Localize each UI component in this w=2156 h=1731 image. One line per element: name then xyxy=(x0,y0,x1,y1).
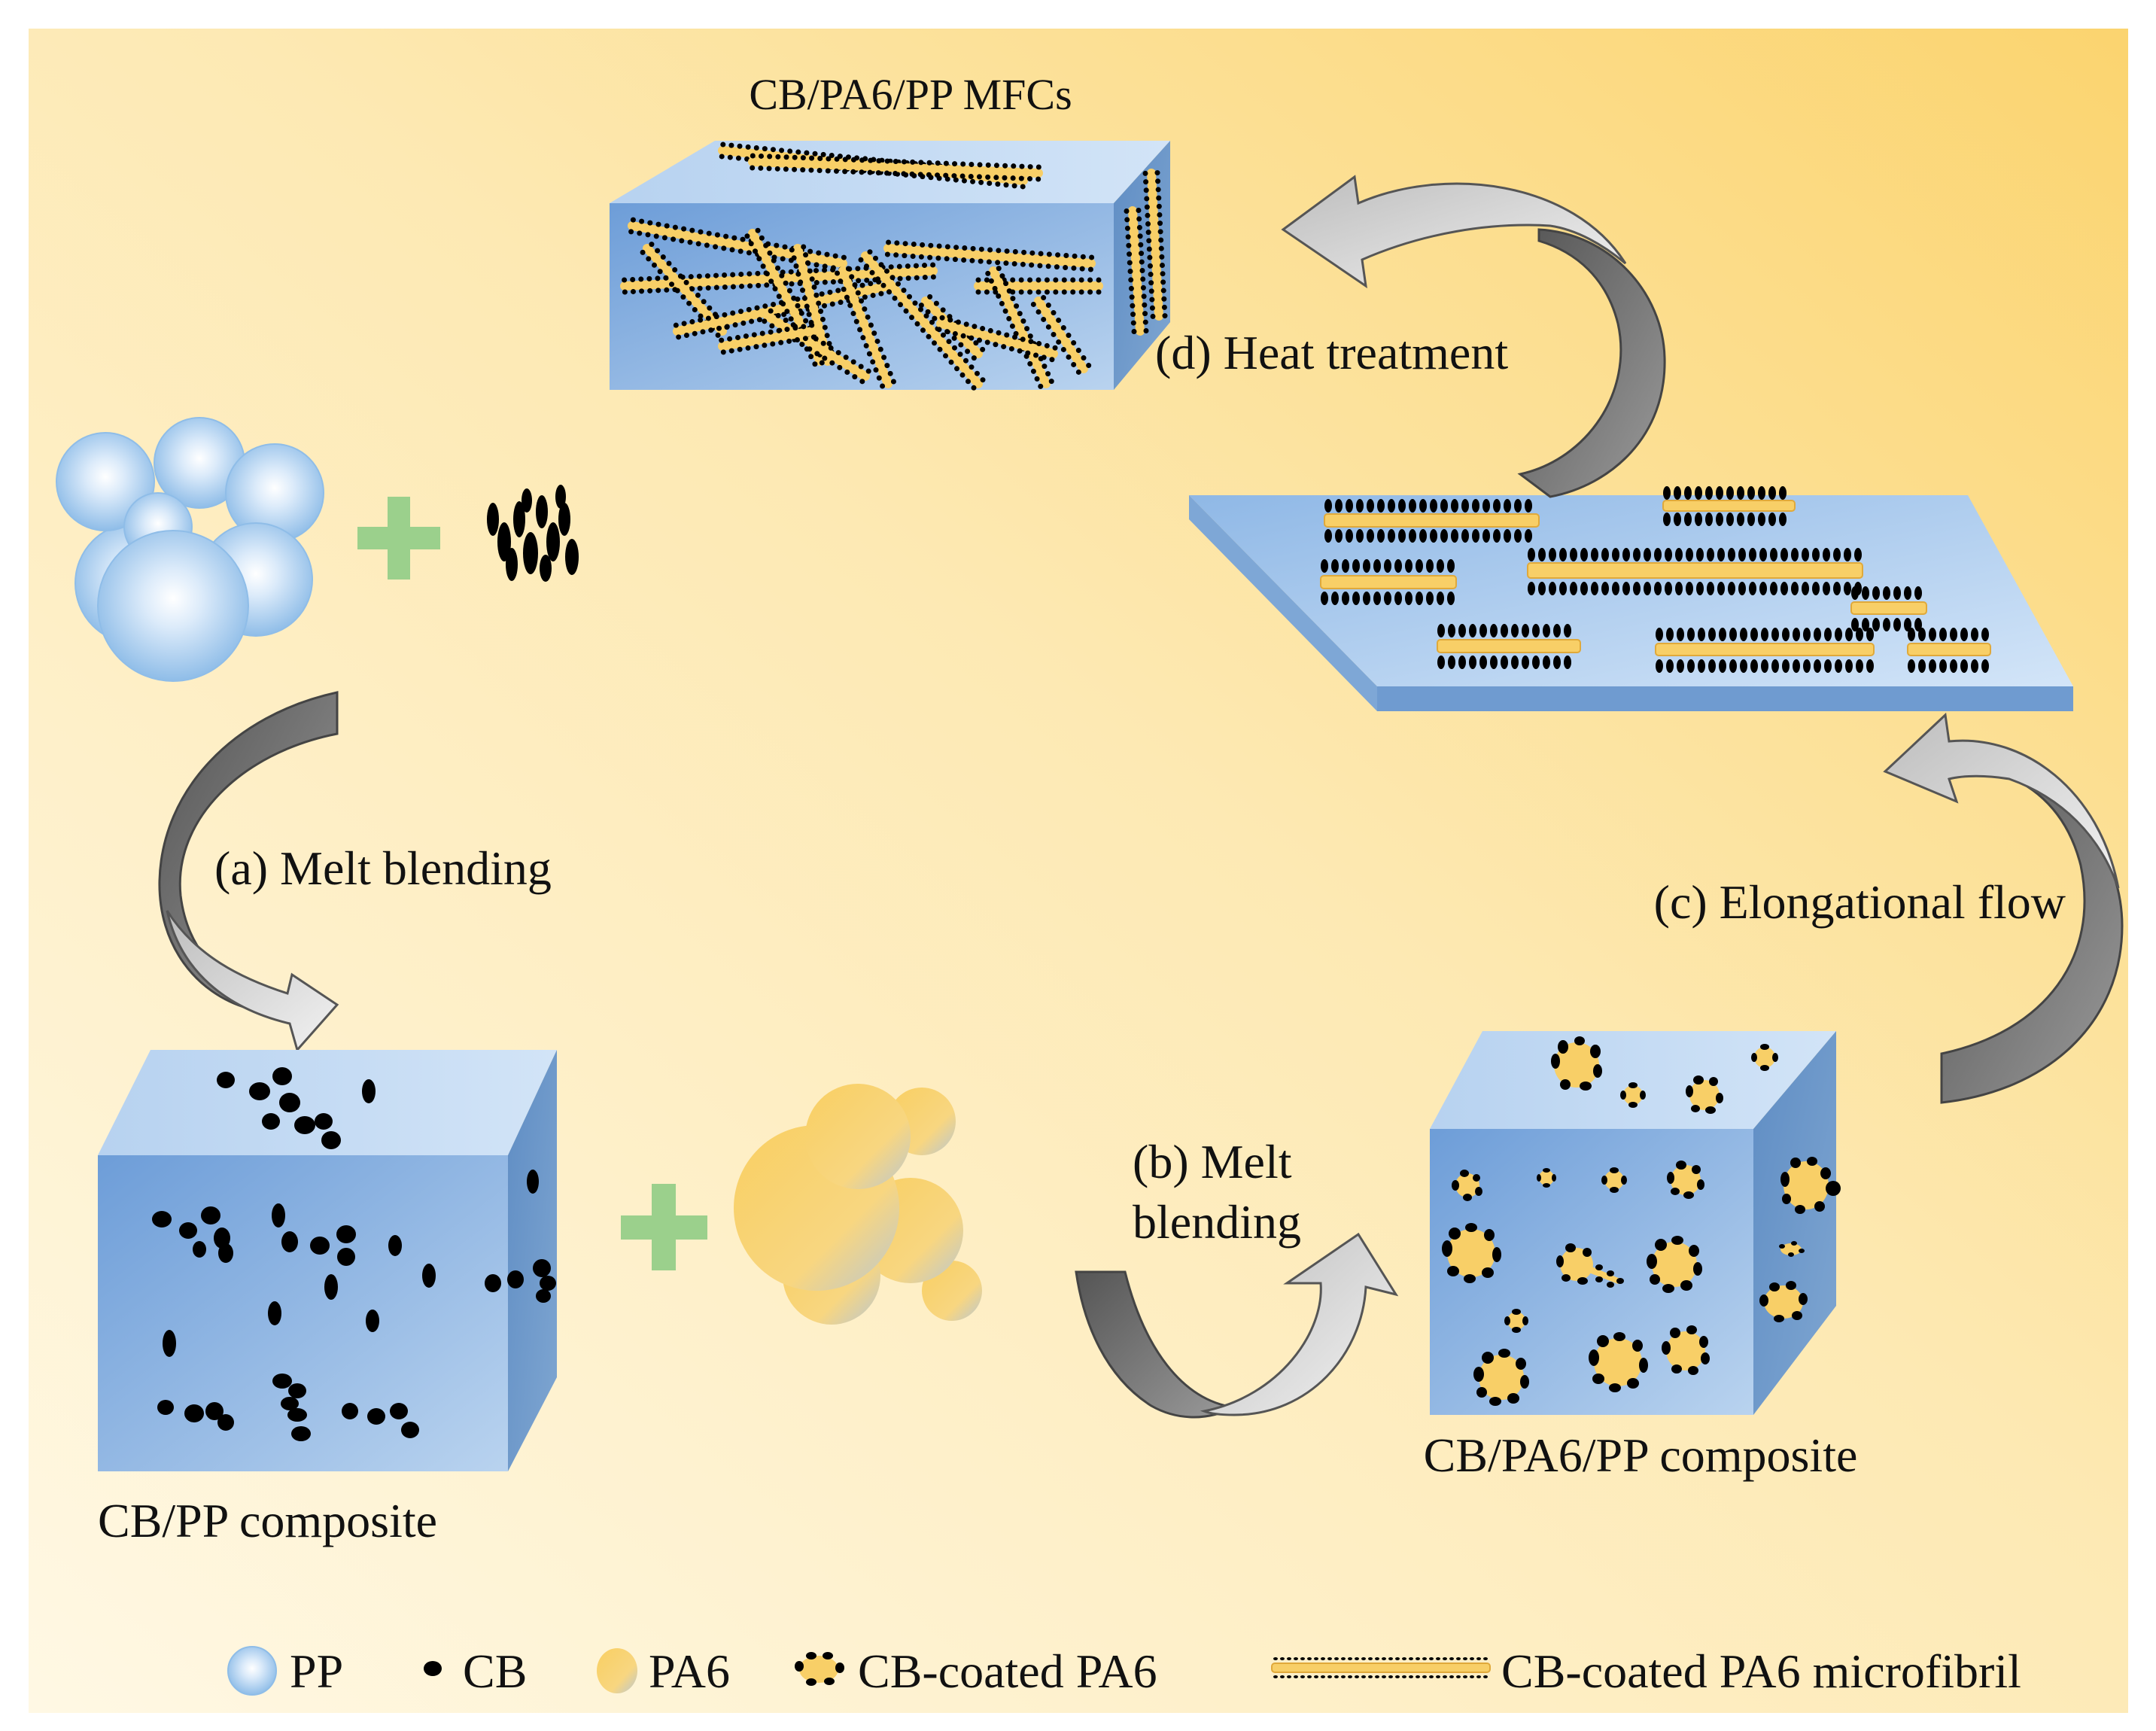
arrow-melt-blending-b xyxy=(1075,1232,1399,1419)
step-b-label-line2: blending xyxy=(1133,1195,1301,1249)
legend-label-cb: CB xyxy=(463,1644,527,1698)
cb-pa6-pp-composite-cube xyxy=(1430,1031,1841,1415)
step-d-label: (d) Heat treatment xyxy=(1155,326,1508,379)
legend-label-pp: PP xyxy=(290,1644,343,1698)
legend: PP CB PA6 CB-coated PA6 CB-coated PA6 mi… xyxy=(227,1644,2021,1698)
cb-pp-composite-label: CB/PP composite xyxy=(98,1494,437,1547)
yellow-droplet-icon xyxy=(597,1648,637,1693)
mfc-block xyxy=(610,141,1170,391)
arrow-melt-blending-a xyxy=(158,691,339,1053)
legend-label-cb-coated-pa6: CB-coated PA6 xyxy=(858,1644,1157,1698)
plus-icon-2 xyxy=(621,1184,707,1270)
legend-label-pa6: PA6 xyxy=(649,1644,730,1698)
cb-pp-composite-cube xyxy=(98,1050,557,1471)
stretched-sheet xyxy=(1189,486,2073,711)
cb-pa6-pp-composite-label: CB/PA6/PP composite xyxy=(1424,1428,1858,1482)
legend-label-microfibril: CB-coated PA6 microfibril xyxy=(1501,1644,2021,1698)
black-dot-icon xyxy=(424,1661,442,1676)
mfc-title: CB/PA6/PP MFCs xyxy=(749,70,1072,119)
step-a-label: (a) Melt blending xyxy=(214,841,552,895)
step-b-label-line1: (b) Melt xyxy=(1133,1135,1292,1188)
step-c-label: (c) Elongational flow xyxy=(1654,875,2066,929)
arrow-elongational-flow xyxy=(1883,712,2124,1104)
plus-icon xyxy=(357,497,440,580)
blue-sphere-icon xyxy=(227,1646,277,1696)
coated-fibril-icon xyxy=(1271,1657,1491,1678)
cb-particle-cluster xyxy=(487,485,579,582)
arrow-heat-treatment xyxy=(1281,175,1666,498)
pp-spheres xyxy=(56,417,324,682)
coated-droplet-icon xyxy=(795,1652,844,1686)
pa6-droplets xyxy=(734,1084,982,1325)
